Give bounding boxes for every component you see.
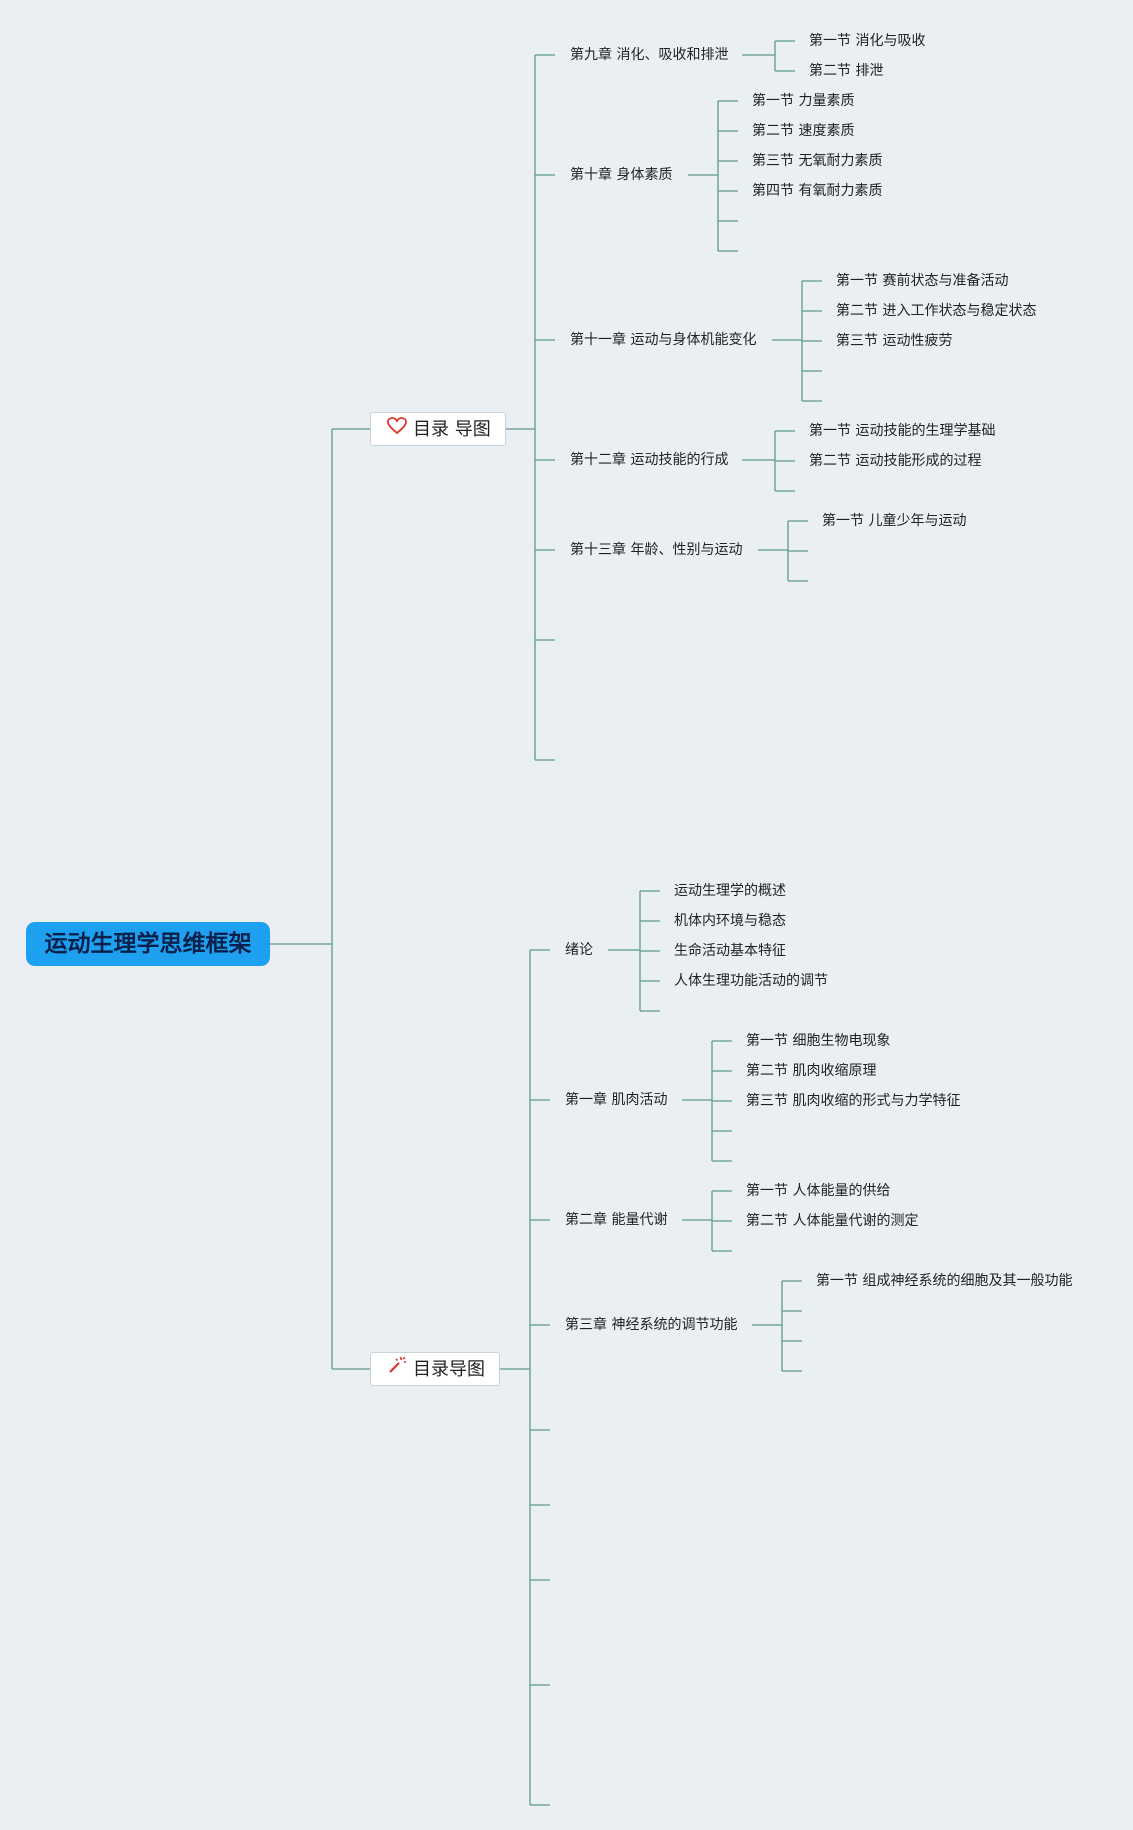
branch-lower-topic[interactable]: 目录导图 [370,1352,500,1386]
branch-upper-label: 目录 导图 [413,419,491,440]
magic-wand-icon [387,1353,409,1387]
section-label[interactable]: 第三节 无氧耐力素质 [752,153,883,169]
section-label[interactable]: 第一节 赛前状态与准备活动 [836,273,1009,289]
section-label[interactable]: 第一节 人体能量的供给 [746,1183,891,1199]
section-label[interactable]: 第二节 人体能量代谢的测定 [746,1213,919,1229]
branch-upper-topic[interactable]: 目录 导图 [370,412,506,446]
chapter-label[interactable]: 第十三章 年龄、性别与运动 [570,542,743,558]
section-label[interactable]: 第一节 力量素质 [752,93,855,109]
branch-lower-label: 目录导图 [413,1359,485,1380]
chapter-label[interactable]: 绪论 [565,942,593,958]
chapter-label[interactable]: 第十一章 运动与身体机能变化 [570,332,757,348]
section-label[interactable]: 第二节 肌肉收缩原理 [746,1063,877,1079]
section-label[interactable]: 第一节 运动技能的生理学基础 [809,423,996,439]
chapter-label[interactable]: 第十章 身体素质 [570,167,673,183]
heart-icon [387,413,409,447]
section-label[interactable]: 第三节 肌肉收缩的形式与力学特征 [746,1093,961,1109]
section-label[interactable]: 第一节 细胞生物电现象 [746,1033,891,1049]
chapter-label[interactable]: 第二章 能量代谢 [565,1212,668,1228]
section-label[interactable]: 人体生理功能活动的调节 [674,973,828,989]
chapter-label[interactable]: 第三章 神经系统的调节功能 [565,1317,738,1333]
chapter-label[interactable]: 第九章 消化、吸收和排泄 [570,47,729,63]
section-label[interactable]: 第一节 组成神经系统的细胞及其一般功能 [816,1273,1073,1289]
section-label[interactable]: 生命活动基本特征 [674,943,786,959]
section-label[interactable]: 第二节 速度素质 [752,123,855,139]
root-topic[interactable]: 运动生理学思维框架 [26,922,270,966]
section-label[interactable]: 第二节 运动技能形成的过程 [809,453,982,469]
section-label[interactable]: 运动生理学的概述 [674,883,786,899]
section-label[interactable]: 第一节 消化与吸收 [809,33,926,49]
section-label[interactable]: 第四节 有氧耐力素质 [752,183,883,199]
chapter-label[interactable]: 第一章 肌肉活动 [565,1092,668,1108]
section-label[interactable]: 机体内环境与稳态 [674,913,786,929]
section-label[interactable]: 第二节 排泄 [809,63,884,79]
chapter-label[interactable]: 第十二章 运动技能的行成 [570,452,729,468]
section-label[interactable]: 第三节 运动性疲劳 [836,333,953,349]
section-label[interactable]: 第二节 进入工作状态与稳定状态 [836,303,1037,319]
section-label[interactable]: 第一节 儿童少年与运动 [822,513,967,529]
